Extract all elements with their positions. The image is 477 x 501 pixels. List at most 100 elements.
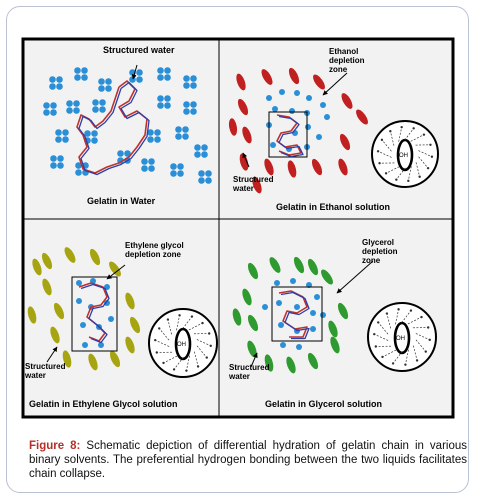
glycerol-molecule — [286, 356, 296, 374]
ethanol-molecule — [228, 118, 238, 136]
water-molecule — [157, 102, 164, 109]
hbond-atom — [426, 166, 430, 170]
water-molecule — [74, 74, 81, 81]
hbond-atom — [400, 125, 403, 129]
water-molecule — [320, 102, 326, 108]
hbond-atom — [208, 332, 211, 335]
ethanol-molecule — [264, 158, 274, 176]
hbond-atom — [385, 312, 389, 315]
water-molecule — [270, 142, 276, 148]
hbond-line — [390, 131, 395, 146]
panel-title-ethanol: Gelatin in Ethanol solution — [276, 202, 390, 212]
figure-caption: Figure 8: Schematic depiction of differe… — [29, 439, 467, 481]
water-molecule — [98, 78, 105, 85]
water-molecule — [43, 109, 50, 116]
hbond-atom — [378, 162, 381, 165]
ethylene-glycol-molecule — [109, 261, 121, 277]
water-molecule — [310, 326, 316, 332]
water-cluster — [170, 163, 184, 177]
ethylene-glycol-molecule — [50, 326, 60, 344]
ethylene-chain-strand-b — [80, 283, 110, 344]
ethanol-zone-label: Ethanol depletion zone — [329, 47, 365, 74]
water-molecule — [56, 83, 63, 90]
ethanol-zone-box — [268, 111, 308, 158]
ethylene-glycol-molecule — [109, 350, 121, 368]
ethylene-structured-water-label: Structured water — [25, 362, 66, 380]
water-molecule — [81, 67, 88, 74]
water-molecule — [76, 280, 82, 286]
inset-circle — [148, 308, 218, 378]
water-molecule — [157, 74, 164, 81]
hbond-atom — [162, 361, 165, 365]
hbond-line — [418, 150, 433, 158]
water-molecule — [205, 177, 212, 184]
hbond-atom — [209, 344, 212, 348]
water-molecule — [62, 129, 69, 136]
water-molecule — [50, 102, 57, 109]
hbond-line — [415, 162, 420, 177]
hbond-atom — [381, 355, 384, 359]
ethylene-glycol-molecule — [42, 278, 52, 296]
water-molecule — [170, 163, 177, 170]
ethanol-molecule — [339, 133, 351, 151]
ethanol-molecule — [261, 69, 273, 85]
water-molecule — [108, 316, 114, 322]
hbond-line — [401, 310, 412, 323]
ethylene-zone-label: Ethylene glycol depletion zone — [125, 241, 184, 259]
hbond-line — [382, 349, 397, 358]
water-molecule — [129, 76, 136, 83]
water-molecule — [49, 76, 56, 83]
inset-oh-label: OH — [177, 342, 186, 348]
glycerol-molecule — [242, 288, 252, 306]
hydrogen-bond-inset: OH — [371, 120, 439, 188]
water-molecule — [164, 95, 171, 102]
water-cluster — [183, 75, 197, 89]
hbond-atom — [422, 133, 426, 136]
hbond-atom — [178, 314, 181, 317]
water-molecule — [320, 312, 326, 318]
panel-title-ethylene: Gelatin in Ethylene Glycol solution — [29, 399, 178, 409]
water-molecule — [75, 162, 82, 169]
water-molecule — [201, 144, 208, 151]
glycerol-chain-strand-b — [280, 291, 310, 340]
water-molecule — [280, 342, 286, 348]
hbond-atom — [205, 356, 208, 359]
water-cluster — [157, 95, 171, 109]
panel-water — [23, 39, 219, 219]
figure-diagram: OH OH OH — [21, 37, 455, 419]
water-cluster — [198, 170, 212, 184]
water-molecule — [175, 133, 182, 140]
water-molecule — [91, 137, 98, 144]
water-molecule — [190, 75, 197, 82]
water-molecule — [136, 76, 143, 83]
hbond-atom — [377, 321, 380, 324]
ethylene-glycol-molecule — [41, 252, 53, 270]
hbond-atom — [158, 327, 161, 330]
water-molecule — [316, 134, 322, 140]
ethanol-structured-water-label: Structured water — [233, 175, 274, 193]
inset-chain-ring — [393, 321, 411, 355]
hbond-atom — [430, 155, 434, 158]
hbond-line — [386, 313, 391, 329]
water-molecule — [124, 150, 131, 157]
hbond-line — [410, 134, 425, 142]
water-molecule — [76, 298, 82, 304]
water-cluster — [141, 158, 155, 172]
hbond-atom — [420, 315, 423, 319]
water-molecule — [194, 144, 201, 151]
ethanol-structured-arrow — [242, 152, 250, 168]
water-molecule — [57, 162, 64, 169]
ethylene-glycol-molecule — [64, 247, 76, 263]
water-molecule — [117, 157, 124, 164]
glycerol-zone-box — [271, 286, 323, 342]
water-arrow — [131, 64, 138, 80]
hbond-line — [163, 355, 178, 364]
water-molecule — [82, 342, 88, 348]
hydrogen-bond-inset: OH — [367, 302, 437, 372]
ethylene-glycol-molecule — [32, 258, 42, 276]
ethanol-molecule — [288, 67, 300, 85]
water-molecule — [154, 129, 161, 136]
water-cluster — [117, 150, 131, 164]
hbond-atom — [429, 143, 432, 146]
